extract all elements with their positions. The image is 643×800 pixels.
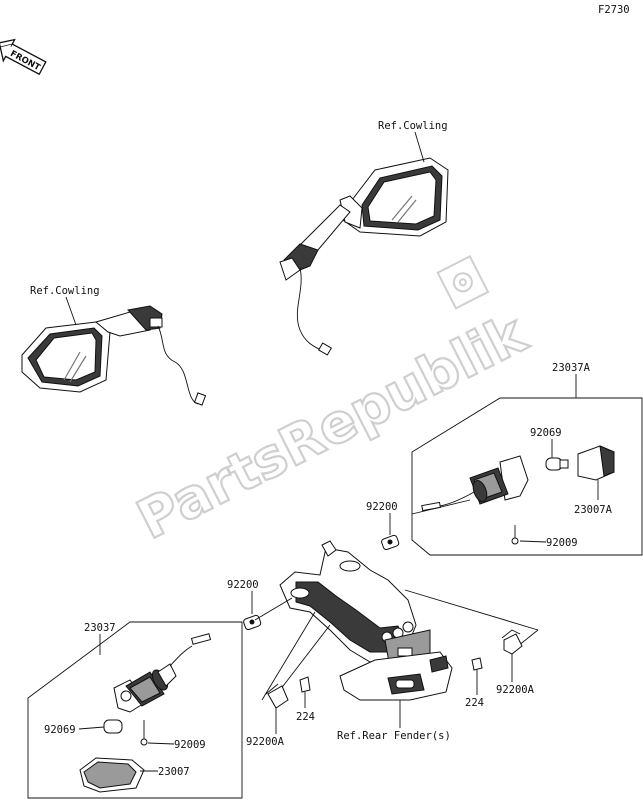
label-224-left: 224: [296, 711, 315, 723]
bolt-224-right: [471, 657, 483, 671]
label-23007A: 23007A: [574, 504, 613, 516]
label-ref-cowling-top: Ref.Cowling: [378, 120, 448, 132]
leader-92009-top: [519, 540, 547, 543]
guide-line-right-b: [517, 629, 539, 647]
diagram-code: F2730: [598, 4, 630, 16]
guide-line-mid: [254, 597, 293, 621]
leader-ref-cowling-left: [65, 296, 77, 326]
label-23037: 23037: [84, 622, 116, 634]
front-arrow-icon: FRONT: [0, 38, 47, 76]
guide-line-left-b: [279, 624, 331, 691]
label-92069-top: 92069: [530, 427, 562, 439]
guide-line-left: [261, 611, 316, 701]
watermark-text: PartsRepublik: [127, 302, 536, 552]
screw-left: [140, 720, 148, 746]
grommet-92200-mid: [243, 614, 262, 631]
label-ref-cowling-left: Ref.Cowling: [30, 285, 100, 297]
group-box-23037: [27, 621, 243, 799]
bulb-left: [103, 719, 123, 734]
lens-right: [577, 445, 615, 481]
mirror-right: [279, 157, 449, 356]
bracket-92200A-left: [265, 683, 289, 709]
label-92200A-left: 92200A: [246, 736, 285, 748]
bulb-right: [545, 457, 569, 471]
label-92200-mid: 92200: [227, 579, 259, 591]
watermark-logo-icon: [436, 254, 490, 310]
screw-right: [511, 525, 519, 545]
label-92200-top: 92200: [366, 501, 398, 513]
bolt-224-left: [299, 676, 311, 693]
label-92009-top: 92009: [546, 537, 578, 549]
label-92009-bot: 92009: [174, 739, 206, 751]
mirror-left: [21, 305, 207, 406]
leader-92009-bot: [147, 742, 175, 745]
watermark: PartsRepublik: [126, 300, 537, 552]
leader-92069-bot: [78, 726, 105, 730]
turn-signal-rear-right: [411, 455, 529, 515]
guide-line-right: [404, 589, 539, 631]
bracket-92200A-right: [501, 629, 523, 655]
label-ref-rear-fender: Ref.Rear Fender(s): [337, 730, 451, 742]
lens-left: [79, 757, 145, 793]
group-box-23037A: [411, 397, 643, 556]
rear-fender: [279, 540, 453, 701]
grommet-92200-top: [381, 534, 400, 551]
label-23007: 23007: [158, 766, 190, 778]
turn-signal-rear-left: [113, 633, 212, 713]
label-92069-bot: 92069: [44, 724, 76, 736]
leader-ref-cowling-top: [414, 131, 425, 163]
label-23037A: 23037A: [552, 362, 591, 374]
label-92200A-right: 92200A: [496, 684, 535, 696]
label-224-right: 224: [465, 697, 484, 709]
